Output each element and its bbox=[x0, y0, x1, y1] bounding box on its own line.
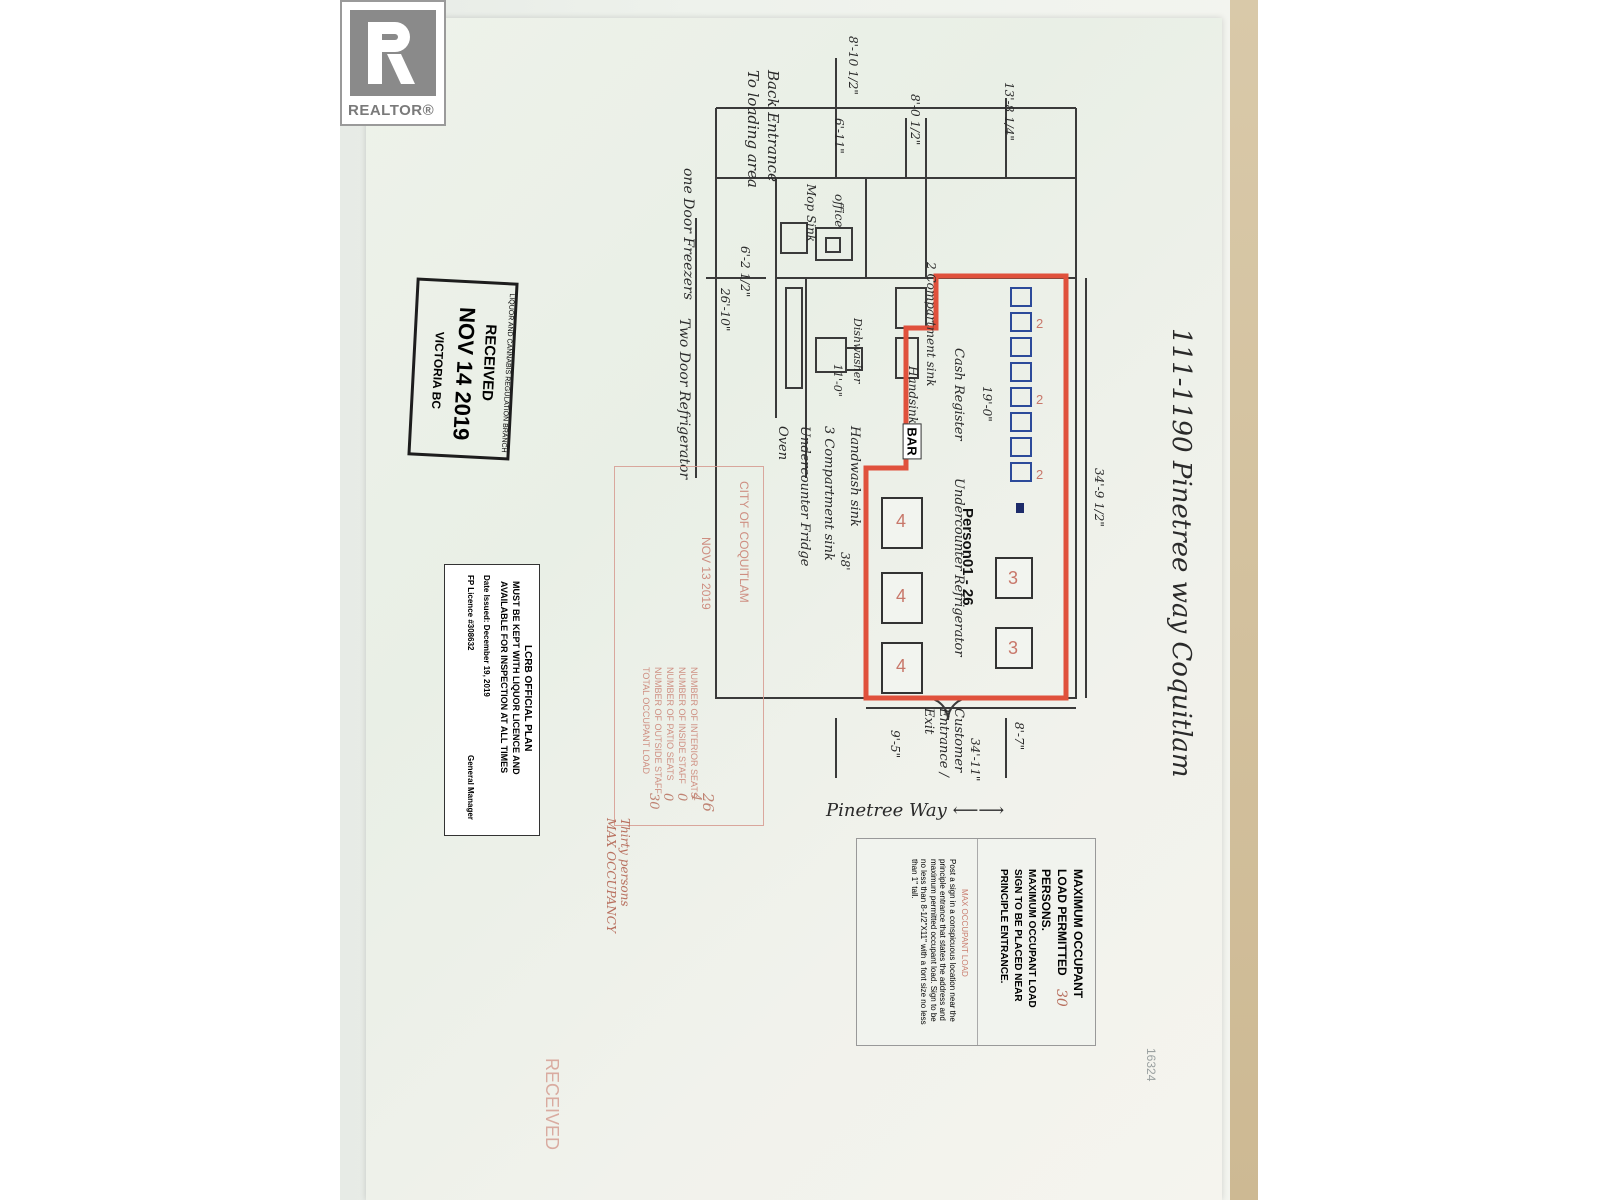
oven-label: Oven bbox=[775, 426, 790, 461]
table-count-1: 4 bbox=[896, 511, 907, 531]
lcrb-line2: AVAILABLE FOR INSPECTION AT ALL TIMES bbox=[499, 581, 509, 774]
coquitlam-row-label: NUMBER OF INSIDE STAFF bbox=[677, 667, 687, 784]
realtor-logo: REALTOR® bbox=[340, 0, 446, 126]
one-door-freezers-label: one Door Freezers bbox=[680, 168, 696, 300]
received-stamp-date: NOV 14 2019 bbox=[448, 306, 481, 441]
max-load-line1: MAXIMUM OCCUPANT bbox=[1071, 869, 1085, 999]
coquitlam-row-value: 0 bbox=[674, 793, 689, 802]
coquitlam-row-label: TOTAL OCCUPANT LOAD bbox=[641, 667, 651, 775]
table-4-b bbox=[881, 572, 923, 624]
dimension-4: 6'-11" bbox=[832, 118, 846, 154]
max-load-line2: LOAD PERMITTED bbox=[1055, 869, 1069, 976]
double-arrow-icon: ⟵⟶ bbox=[952, 800, 1005, 821]
table-count-5: 3 bbox=[1008, 638, 1019, 658]
bar-label: BAR bbox=[902, 423, 922, 460]
dimension-5: 6'-2 1/2" bbox=[738, 246, 752, 298]
table-4-a bbox=[881, 497, 923, 549]
received-stamp-place: VICTORIA BC bbox=[428, 331, 447, 410]
floor-plan-drawing bbox=[695, 58, 1087, 778]
table-count-4: 3 bbox=[1008, 568, 1019, 588]
max-load-line6: PRINCIPLE ENTRANCE. bbox=[998, 869, 1009, 984]
customer-entrance-label: Customer Entrance / Exit bbox=[921, 708, 966, 777]
lcrb-date-issued: Date Issued: December 19, 2019 bbox=[482, 575, 491, 697]
coquitlam-row-value: 0 bbox=[660, 793, 675, 802]
realtor-logo-word: REALTOR® bbox=[348, 102, 435, 119]
coquitlam-row-label: NUMBER OF INTERIOR SEATS bbox=[689, 667, 699, 798]
lcrb-title: LCRB OFFICIAL PLAN bbox=[522, 645, 533, 752]
table-4-c bbox=[881, 642, 923, 694]
table-count-3: 4 bbox=[896, 656, 907, 676]
two-compartment-sink-label: 2 Compartment sink bbox=[924, 262, 938, 387]
street-name: Pinetree Way bbox=[826, 800, 947, 821]
dimension-10: 11'-0" bbox=[831, 364, 844, 397]
coquitlam-row-label: NUMBER OF PATIO SEATS bbox=[665, 667, 675, 781]
dimension-12: 8'-7" bbox=[1012, 722, 1026, 751]
two-door-refrigerator-label: Two Door Refrigerator bbox=[676, 318, 692, 480]
mop-sink-label: Mop Sink bbox=[804, 184, 818, 243]
lcrb-line1: MUST BE KEPT WITH LIQUOR LICENCE AND bbox=[511, 581, 521, 775]
street-label: Pinetree Way ⟵⟶ bbox=[826, 800, 1004, 821]
register-marker bbox=[1016, 503, 1024, 513]
bar-stools bbox=[1010, 287, 1032, 482]
received-stamp-word: RECEIVED bbox=[478, 323, 500, 402]
dimension-9: 38' bbox=[838, 552, 852, 571]
undercounter-refrigerator-label: Undercounter Refrigerator bbox=[951, 478, 966, 657]
address-title: 111-1190 Pinetree way Coquitlam bbox=[1166, 328, 1196, 778]
document-photo: REALTOR® 111-1190 Pinetree way Coquitlam… bbox=[340, 0, 1258, 1200]
max-load-line3: PERSONS. bbox=[1039, 869, 1053, 932]
max-load-note-title: MAX OCCUPANT LOAD bbox=[960, 889, 969, 977]
handsink-label: Handsink bbox=[906, 366, 920, 425]
dishwasher-label: Dishwasher bbox=[851, 318, 864, 384]
handwash-sink-label: Handwash sink bbox=[847, 426, 862, 527]
coquitlam-stamp-note: Thirty persons MAX OCCUPANCY bbox=[604, 818, 632, 933]
bottom-received-stamp: RECEIVED bbox=[542, 1058, 562, 1151]
coquitlam-stamp: CITY OF COQUITLAM NOV 13 2019 NUMBER OF … bbox=[614, 466, 764, 826]
table-count-6: 2 bbox=[1036, 316, 1044, 331]
undercounter-fridge-label: Undercounter Fridge bbox=[797, 426, 812, 567]
table-count-7: 2 bbox=[1036, 392, 1044, 407]
coquitlam-row-value: 4 bbox=[688, 793, 703, 802]
coquitlam-row-label: NUMBER OF OUTSIDE STAFF bbox=[653, 667, 663, 794]
stray-number: 16324 bbox=[1144, 1048, 1158, 1082]
max-load-line4: MAXIMUM OCCUPANT LOAD bbox=[1026, 869, 1037, 1008]
seating-area-outline bbox=[863, 273, 1069, 701]
dimension-8: 34'-9 1/2" bbox=[1092, 468, 1106, 527]
dimension-3: 8'-0 1/2" bbox=[908, 94, 922, 146]
table-3-a bbox=[995, 557, 1033, 599]
dimension-13: 34'-11" bbox=[968, 738, 982, 782]
dimension-6: 26'-10" bbox=[718, 288, 732, 332]
coquitlam-row-value: 30 bbox=[646, 793, 661, 810]
dimension-2: 13'-8 1/4" bbox=[1002, 82, 1016, 141]
max-load-note: Post a sign in a conspicuous location ne… bbox=[909, 859, 957, 1025]
back-entrance-label: Back Entrance To loading area bbox=[744, 70, 783, 188]
countertop-edge bbox=[1230, 0, 1258, 1200]
floor-plan-sheet: REALTOR® 111-1190 Pinetree way Coquitlam… bbox=[340, 0, 1222, 1200]
table-3-b bbox=[995, 627, 1033, 669]
dimension-11: 9'-5" bbox=[888, 730, 902, 759]
received-stamp: LIQUOR AND CANNABIS REGULATION BRANCH RE… bbox=[407, 277, 519, 461]
coquitlam-stamp-city: CITY OF COQUITLAM bbox=[737, 481, 751, 603]
lcrb-signer: General Manager bbox=[466, 755, 475, 820]
three-compartment-sink-label: 3 Compartment sink bbox=[821, 426, 836, 561]
office-label: office bbox=[832, 194, 846, 228]
table-count-8: 2 bbox=[1036, 467, 1044, 482]
dimension-7: 19'-0" bbox=[980, 386, 994, 422]
max-load-sign: MAXIMUM OCCUPANT LOAD PERMITTED 30 PERSO… bbox=[856, 838, 1096, 1046]
dimension-1: 8'-10 1/2" bbox=[846, 36, 860, 95]
lcrb-licence: FP Licence #308632 bbox=[466, 575, 475, 651]
max-load-line5: SIGN TO BE PLACED NEAR bbox=[1012, 869, 1023, 1002]
coquitlam-stamp-date: NOV 13 2019 bbox=[699, 537, 713, 610]
cash-register-label: Cash Register bbox=[951, 348, 966, 441]
lcrb-official-plan-box: LCRB OFFICIAL PLAN MUST BE KEPT WITH LIQ… bbox=[444, 564, 540, 836]
table-count-2: 4 bbox=[896, 586, 907, 606]
max-load-number: 30 bbox=[1053, 989, 1069, 1007]
